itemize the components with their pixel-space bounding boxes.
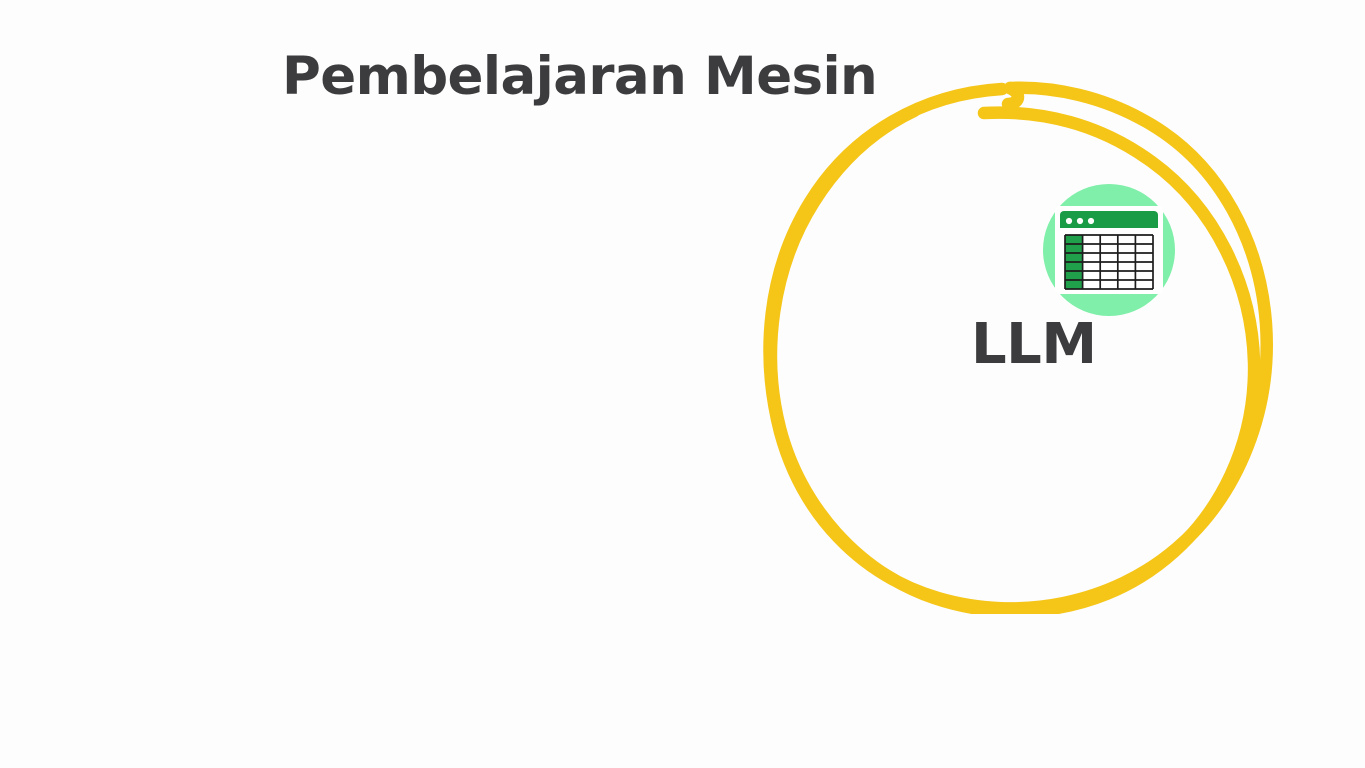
icon-table-highlight-column [1065,235,1083,289]
llm-label: LLM [971,312,1097,377]
page-title: Pembelajaran Mesin [282,46,878,107]
icon-titlebar-dot [1065,217,1073,225]
title-block: Pembelajaran Mesin [255,44,878,174]
spreadsheet-icon [1043,184,1175,316]
red-brush-underline-icon [255,122,815,174]
icon-titlebar-dot [1076,217,1084,225]
icon-table-grid [1064,234,1154,290]
icon-titlebar-dot [1087,217,1095,225]
icon-window-titlebar [1060,211,1158,228]
